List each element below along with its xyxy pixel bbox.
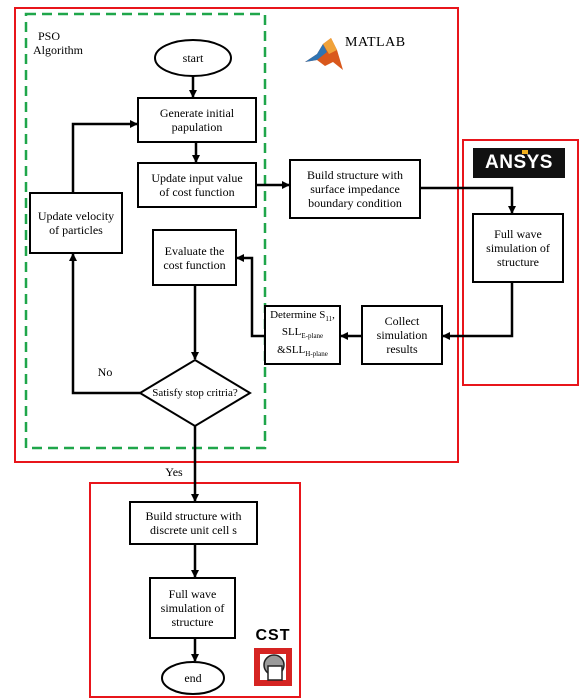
evaluate-label: Evaluate the cost function (153, 230, 236, 285)
determine-line1: Determine S11, (270, 309, 335, 326)
edge-ansys-collect (442, 282, 514, 340)
full-wave-ansys-line1: Full wave (494, 227, 542, 241)
determine-sll1: SLL (281, 326, 302, 339)
generate-label-line1: Generate initial (159, 106, 235, 120)
determine-line2: SLLE-plane (282, 326, 323, 343)
update-input-label-line1: Update input value (151, 171, 243, 185)
update-input-label: Update input value of cost function (138, 163, 256, 207)
update-velocity-label: Update velocity of particles (30, 193, 122, 253)
determine-sll2-sub: H-plane (305, 349, 328, 358)
ansys-logo-accent (522, 150, 528, 154)
full-wave-cst-node (149, 577, 236, 639)
pso-algorithm-label: PSO Algorithm (33, 28, 95, 58)
build-impedance-label-line1: Build structure with (307, 168, 403, 182)
pso-label-line2: Algorithm (33, 43, 83, 57)
collect-label: Collect simulation results (362, 306, 442, 364)
determine-sll1-sub: E-plane (301, 332, 324, 341)
build-impedance-label: Build structure with surface impedance b… (290, 160, 420, 218)
ansys-logo-text: ANSYS (485, 152, 553, 173)
build-discrete-node (129, 501, 258, 545)
evaluate-line2: cost function (163, 257, 226, 272)
edge-build-ansys (420, 186, 516, 214)
matlab-logo-icon (305, 38, 343, 70)
edge-velocity-generate (71, 120, 138, 193)
full-wave-ansys-line2: simulation of (486, 241, 550, 255)
full-wave-cst-label: Full wave simulation of structure (150, 578, 235, 638)
build-discrete-line2: discrete unit cell s (150, 523, 237, 537)
collect-line2: simulation (376, 328, 428, 342)
decision-label: Satisfy stop critria? (152, 386, 238, 399)
start-label: start (182, 51, 204, 65)
edge-decision-velocity (69, 253, 140, 395)
determine-comma: , (332, 309, 335, 322)
pso-label-line1: PSO (38, 29, 61, 43)
determine-prefix: Determine S (270, 309, 326, 322)
build-discrete-label: Build structure with discrete unit cell … (130, 502, 257, 544)
end-node (161, 661, 225, 695)
build-impedance-label-line2: surface impedance (310, 182, 400, 196)
full-wave-cst-line2: simulation of (160, 601, 225, 615)
full-wave-cst-line3: structure (171, 615, 214, 629)
generate-label-line2: papulation (171, 120, 223, 134)
update-velocity-line2: of particles (49, 223, 103, 237)
update-velocity-line1: Update velocity (37, 209, 115, 223)
yes-edge-label: Yes (165, 465, 183, 479)
full-wave-ansys-node (472, 213, 564, 283)
determine-label: Determine S11, SLLE-plane &SLLH-plane (265, 306, 340, 364)
pso-region-frame (24, 12, 267, 450)
update-input-label-line2: of cost function (159, 185, 235, 199)
collect-line1: Collect (384, 314, 420, 328)
matlab-region-frame (14, 7, 459, 463)
full-wave-ansys-line3: structure (497, 255, 539, 269)
edge-determine-evaluate (236, 254, 265, 338)
full-wave-ansys-label: Full wave simulation of structure (473, 214, 563, 282)
determine-sll2: &SLL (277, 343, 306, 356)
build-impedance-label-line3: boundary condition (308, 196, 402, 210)
full-wave-cst-line1: Full wave (168, 587, 217, 601)
update-velocity-node (29, 192, 123, 254)
build-discrete-line1: Build structure with (145, 509, 242, 523)
ansys-logo: ANSYS (473, 148, 565, 178)
end-label: end (184, 671, 202, 685)
determine-s-sub: 11 (325, 315, 333, 324)
collect-line3: results (386, 342, 418, 356)
determine-line3: &SLLH-plane (277, 344, 328, 361)
no-edge-label: No (97, 365, 113, 379)
generate-label: Generate initial papulation (138, 98, 256, 142)
cst-logo-icon (254, 648, 292, 686)
build-impedance-node (289, 159, 421, 219)
update-input-node (137, 162, 257, 208)
matlab-logo-text: MATLAB (345, 35, 406, 50)
cst-logo-text: CST (255, 627, 291, 644)
evaluate-line1: Evaluate the (164, 243, 225, 258)
ansys-region-frame (462, 139, 579, 386)
